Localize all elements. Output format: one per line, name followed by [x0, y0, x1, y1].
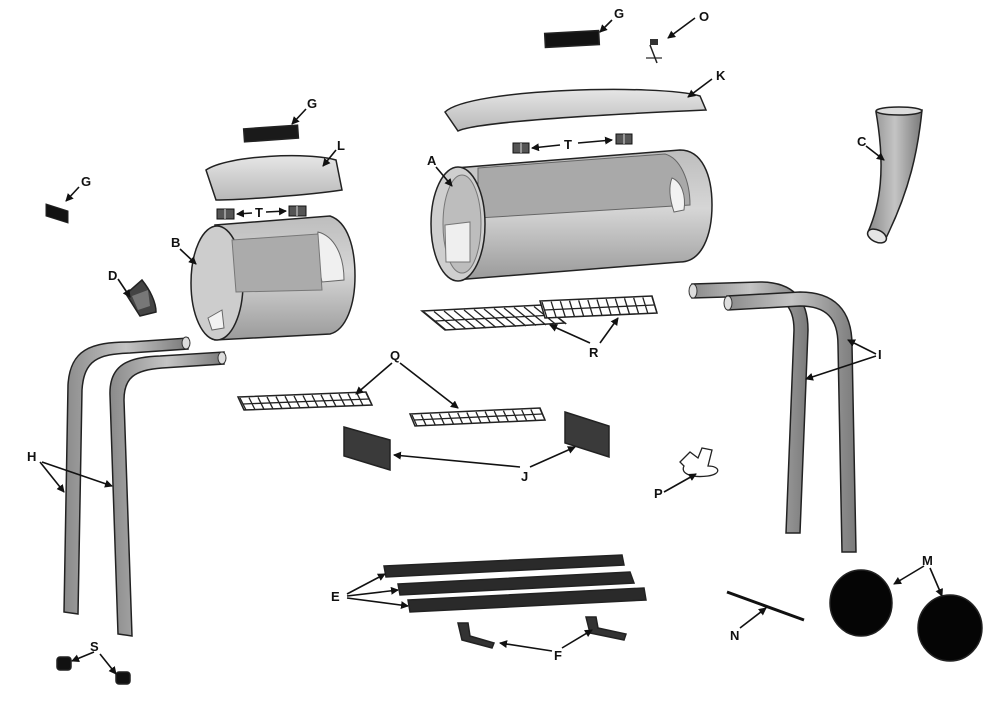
part-i-right-leg-front [723, 291, 857, 553]
label-d: D [108, 268, 117, 283]
part-n-rod [726, 590, 805, 622]
label-n: N [730, 628, 739, 643]
label-s: S [90, 639, 99, 654]
part-q-grate-right [408, 407, 547, 427]
part-b-firebox [190, 215, 356, 341]
part-p-wire-clip [679, 447, 719, 478]
label-a: A [427, 153, 437, 168]
label-r: R [589, 345, 599, 360]
callout-arrows [39, 17, 943, 675]
part-s-cap-left [56, 656, 72, 671]
part-g-handle-top [543, 29, 601, 49]
label-l: L [337, 138, 345, 153]
part-m-wheel-right [917, 594, 983, 662]
part-e-bar-middle [397, 571, 636, 596]
label-q: Q [390, 348, 400, 363]
part-r-grate-left [420, 304, 568, 331]
label-f: F [554, 648, 562, 663]
part-l-firebox-lid [205, 154, 343, 201]
part-t-hinge-main-right [615, 133, 633, 145]
part-g-handle-left-lid [242, 124, 300, 143]
part-g-handle-loose [45, 203, 69, 224]
part-c-smoke-stack [866, 106, 923, 244]
part-t-hinge-firebox-left [216, 208, 235, 220]
part-r-grate-right [539, 295, 658, 319]
part-i-right-leg-back [688, 281, 809, 534]
part-e-bar-top [383, 554, 625, 578]
part-j-plate-right [564, 410, 610, 459]
part-s-cap-right [115, 671, 131, 685]
part-f-bracket-left [457, 622, 496, 649]
label-i: I [878, 347, 882, 362]
label-k: K [716, 68, 726, 83]
callout-labels: G O K G G C L A B D T T R I Q J P H E F … [27, 6, 933, 663]
label-g-top: G [614, 6, 624, 21]
label-c: C [857, 134, 867, 149]
part-m-wheel-left [829, 569, 893, 637]
part-e-bar-bottom [407, 587, 647, 613]
label-b: B [171, 235, 180, 250]
label-g-left-lid: G [307, 96, 317, 111]
label-h: H [27, 449, 36, 464]
part-h-left-leg-front [109, 351, 227, 637]
label-p: P [654, 486, 663, 501]
part-t-hinge-firebox-right [288, 205, 307, 217]
part-q-grate-left [236, 391, 374, 411]
label-g-loose: G [81, 174, 91, 189]
part-t-hinge-main-left [512, 142, 530, 154]
label-m: M [922, 553, 933, 568]
label-t-main: T [564, 137, 572, 152]
part-d-damper [125, 278, 157, 317]
part-h-left-leg-back [63, 336, 191, 615]
label-o: O [699, 9, 709, 24]
label-t-firebox: T [255, 205, 263, 220]
label-e: E [331, 589, 340, 604]
part-a-main-barrel [430, 149, 713, 282]
part-f-bracket-right [585, 616, 627, 641]
part-j-plate-left [343, 426, 391, 472]
part-k-main-lid [444, 88, 708, 132]
label-j: J [521, 469, 528, 484]
part-o-bolt [646, 39, 662, 64]
